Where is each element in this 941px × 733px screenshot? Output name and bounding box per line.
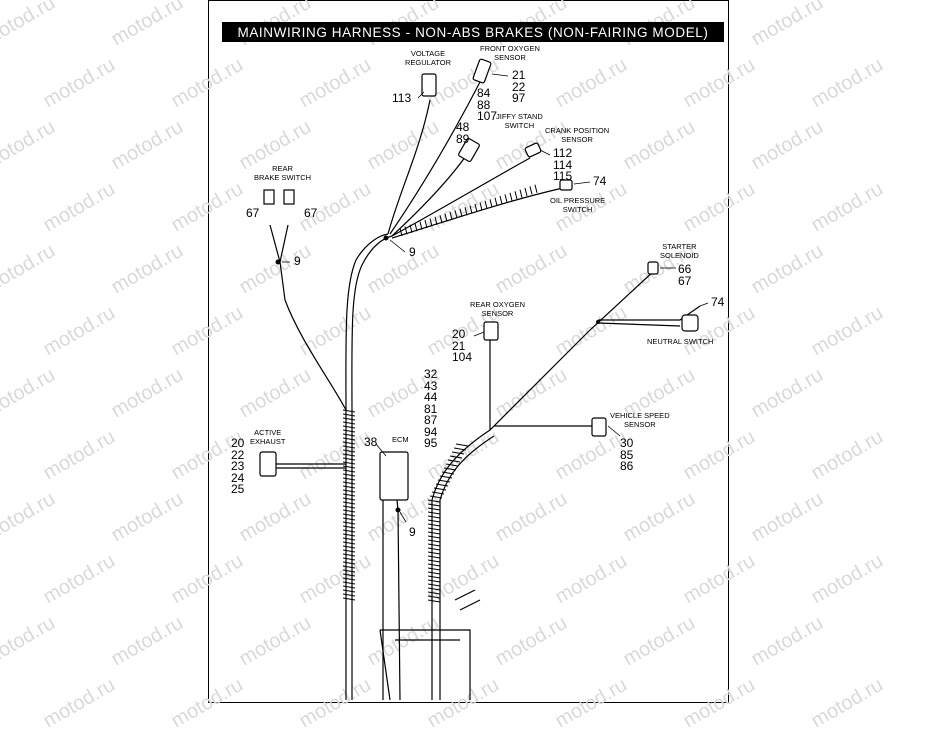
right-harness [431,269,656,700]
rear-brake-switch-left [263,189,275,205]
leader-38 [375,443,387,457]
branch-rear-brake [269,224,347,411]
branch-neutral-switch [597,305,701,327]
active-exhaust-connector [259,451,277,477]
harness-clip-upper [383,235,389,241]
diagram-frame [208,0,729,703]
diagram-title: MAINWIRING HARNESS - NON-ABS BRAKES (NON… [222,22,724,42]
oil-pressure-switch [559,179,573,191]
main-trunk-wire-2 [345,233,389,700]
leader-74-oil [573,181,591,185]
leader-20-rear [473,331,485,337]
branch-oil-pressure [391,187,564,239]
neutral-switch-label: NEUTRAL SWITCH [647,337,714,346]
harness-clip-right [596,320,600,324]
crank-position-connector [524,142,542,158]
voltage-regulator-connector [421,73,437,97]
branch-active-exhaust [276,463,346,469]
leader-113 [417,91,425,99]
oil-pressure-refs: 74 [593,174,607,188]
leader-9-upper [389,239,406,253]
voltage-regulator-refs: 113 [392,91,412,105]
ecm-body [379,451,409,501]
ecm-clip-ref: 9 [409,525,416,539]
vehicle-speed-connector [591,417,607,437]
rear-brake-refs-left: 67 [246,206,260,220]
jiffy-stand-connector [458,137,480,163]
branch-front-o2 [389,81,481,235]
leader-74-neutral [699,302,709,307]
ecm-left-ref: 38 [364,435,378,449]
harness-clip-ecm [395,507,401,513]
leader-112 [539,149,551,156]
harness-clip-upper-ref: 9 [409,245,416,259]
right-harness-2 [439,435,495,700]
wiring-diagram [259,58,709,701]
rear-brake-switch-right [283,189,295,205]
harness-clip-left-ref: 9 [294,254,301,268]
ecm-label: ECM [392,435,409,444]
leader-30 [607,425,621,437]
neutral-switch-refs: 74 [711,295,725,309]
leader-21 [491,73,509,77]
harness-clip-left [275,259,281,265]
branch-jiffy-stand [391,149,471,237]
rear-brake-refs-right: 67 [304,206,318,220]
conduit-hatching [342,184,538,603]
branch-voltage-regulator [387,99,431,235]
neutral-switch-body [681,314,699,332]
rear-o2-connector [483,321,499,341]
leader-9-ecm [399,511,407,523]
branch-crank-position [391,157,531,237]
main-trunk-wire [351,235,393,700]
front-o2-connector [472,58,492,84]
frame-bottom [379,589,481,701]
starter-solenoid-connector [647,261,659,275]
